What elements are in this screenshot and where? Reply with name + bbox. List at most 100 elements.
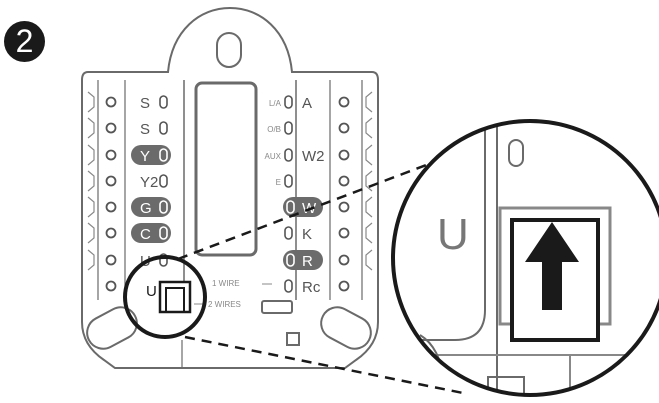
terminal-label: K bbox=[302, 226, 312, 243]
terminal-slot bbox=[284, 279, 293, 293]
left-edge-notch bbox=[87, 196, 95, 218]
terminal-g: G bbox=[131, 197, 171, 217]
right-edge-notch bbox=[365, 117, 373, 139]
connector-bottom bbox=[184, 335, 469, 396]
terminal-label: Rc bbox=[302, 279, 321, 296]
small-label: O/B bbox=[267, 125, 281, 134]
step-number-badge: 2 bbox=[4, 21, 45, 62]
terminal-label: Y bbox=[140, 148, 150, 165]
terminal-w2: W2 bbox=[302, 148, 325, 165]
up-arrow-icon bbox=[525, 222, 579, 310]
left-screw bbox=[105, 201, 117, 213]
right-screw bbox=[338, 122, 350, 134]
left-edge-notch bbox=[87, 117, 95, 139]
center-opening bbox=[194, 81, 258, 257]
left-screw bbox=[105, 96, 117, 108]
zoom-u-label: U bbox=[437, 210, 469, 259]
terminal-k: K bbox=[284, 226, 312, 243]
terminal-c: C bbox=[131, 223, 171, 243]
zoomed-switch-view: U bbox=[393, 121, 659, 395]
terminal-highlight bbox=[131, 145, 171, 165]
left-screw bbox=[105, 175, 117, 187]
left-screw bbox=[105, 254, 117, 266]
right-edge-notch bbox=[365, 196, 373, 218]
right-screw-column bbox=[338, 91, 373, 292]
right-screw bbox=[338, 227, 350, 239]
bottom-square bbox=[286, 332, 300, 346]
right-screw bbox=[338, 96, 350, 108]
right-edge-notch bbox=[365, 91, 373, 113]
switch-box bbox=[158, 280, 192, 314]
left-terminal-block bbox=[97, 80, 126, 300]
wire-switch: U 1 WIRE 2 WIRES bbox=[146, 279, 272, 314]
terminal-slot bbox=[286, 200, 295, 214]
right-screw bbox=[338, 254, 350, 266]
terminal-highlight bbox=[131, 223, 171, 243]
wallplate bbox=[81, 6, 379, 369]
terminal-slot bbox=[284, 174, 293, 188]
terminal-slot bbox=[159, 200, 168, 214]
zoom-plate-edge bbox=[393, 121, 486, 341]
left-screw bbox=[105, 280, 117, 292]
zoom-terminal-top bbox=[508, 139, 524, 167]
small-label: E bbox=[276, 178, 281, 187]
terminal-label: W2 bbox=[302, 148, 325, 165]
terminal-slot bbox=[159, 226, 168, 240]
zoom-connectors bbox=[177, 151, 469, 396]
terminal-label: R bbox=[302, 253, 313, 270]
terminal-label: C bbox=[140, 226, 151, 243]
right-screw bbox=[338, 201, 350, 213]
terminal-label: S bbox=[140, 121, 150, 138]
top-mount-slot bbox=[216, 32, 242, 68]
left-screw bbox=[105, 122, 117, 134]
right-screw bbox=[338, 280, 350, 292]
terminal-a: A bbox=[302, 95, 312, 112]
terminal-label: Y2 bbox=[140, 174, 158, 191]
right-edge-notch bbox=[365, 170, 373, 192]
terminal-y: Y bbox=[131, 145, 171, 165]
left-edge-notch bbox=[87, 222, 95, 244]
right-edge-notch bbox=[365, 144, 373, 166]
small-label: AUX bbox=[265, 152, 282, 161]
terminal-slot bbox=[284, 95, 293, 109]
right-mount-slot bbox=[320, 306, 372, 350]
zoom-circle-border bbox=[391, 119, 659, 397]
terminal-slot bbox=[284, 121, 293, 135]
two-wires-label: 2 WIRES bbox=[208, 300, 241, 309]
right-terminal-column: L/A O/B AUX E A W2WKR Rc bbox=[265, 95, 325, 296]
terminal-slot bbox=[159, 253, 168, 267]
left-screw-column bbox=[87, 91, 117, 292]
left-mount-slot bbox=[86, 306, 138, 350]
terminal-slot bbox=[284, 148, 293, 162]
switch-slide-indicator bbox=[261, 300, 293, 314]
terminal-slot bbox=[159, 174, 168, 188]
left-edge-notch bbox=[87, 144, 95, 166]
small-label: L/A bbox=[269, 99, 282, 108]
terminal-slot bbox=[284, 226, 293, 240]
terminal-slot bbox=[286, 253, 295, 267]
terminal-label: G bbox=[140, 200, 152, 217]
right-edge-notch bbox=[365, 222, 373, 244]
left-screw bbox=[105, 149, 117, 161]
terminal-rc: Rc bbox=[284, 279, 321, 296]
switch-u-label: U bbox=[146, 283, 157, 300]
one-wire-label: 1 WIRE bbox=[212, 279, 240, 288]
left-screw bbox=[105, 227, 117, 239]
terminal-slot bbox=[159, 95, 168, 109]
terminal-r: R bbox=[283, 250, 323, 270]
switch-inner bbox=[165, 287, 185, 313]
terminal-label: A bbox=[302, 95, 312, 112]
right-screw bbox=[338, 175, 350, 187]
zoom-source-circle bbox=[123, 255, 207, 339]
terminal-y2: Y2 bbox=[140, 174, 168, 191]
terminal-slot bbox=[159, 148, 168, 162]
terminal-w: W bbox=[283, 197, 323, 217]
left-edge-notch bbox=[87, 91, 95, 113]
left-edge-notch bbox=[87, 249, 95, 271]
terminal-slot bbox=[159, 121, 168, 135]
right-screw bbox=[338, 149, 350, 161]
right-edge-notch bbox=[365, 249, 373, 271]
left-edge-notch bbox=[87, 170, 95, 192]
